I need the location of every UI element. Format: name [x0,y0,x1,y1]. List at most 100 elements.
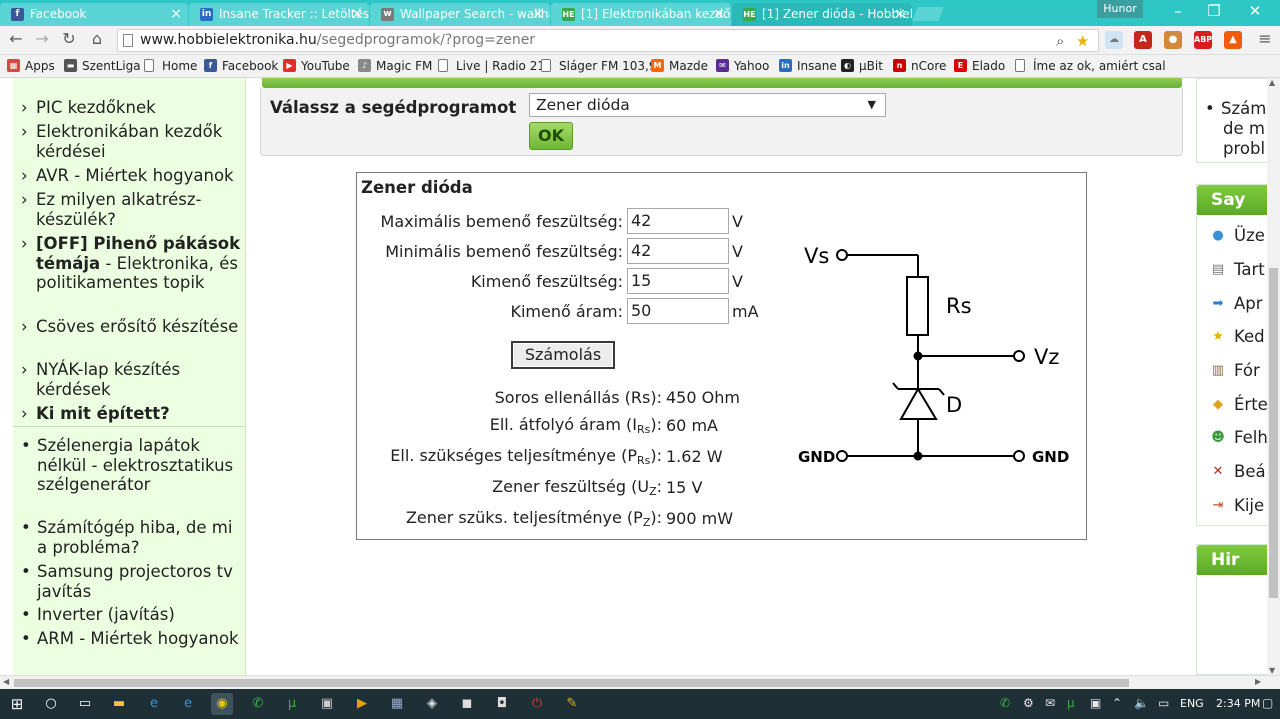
search-icon[interactable]: ○ [45,696,57,711]
app-icon[interactable]: ◼ [461,696,473,711]
home-icon[interactable]: ⌂ [91,29,103,48]
zoom-icon[interactable]: ⌕ [1056,32,1065,50]
task-view-icon[interactable]: ▭ [78,696,92,711]
flame-icon[interactable]: ▲ [1224,31,1242,49]
bookmark-slager-fm[interactable]: Sláger FM 103,9 [541,58,656,74]
minimize-icon[interactable]: – [1174,2,1182,20]
cloud-icon[interactable]: ☁ [1105,31,1123,49]
windows-start-icon[interactable]: ⊞ [10,695,24,713]
vlc-icon[interactable]: ▶ [357,696,367,711]
close-icon[interactable]: × [351,6,363,22]
new-tab-button[interactable] [912,7,944,21]
close-icon[interactable]: × [713,6,725,22]
close-icon[interactable]: × [170,6,182,22]
app-icon[interactable]: ▦ [390,696,404,711]
sidebar-topic-avr[interactable]: ›AVR - Miértek hogyanok [21,166,234,185]
whatsapp-icon[interactable]: ✆ [252,696,264,711]
utorrent-icon[interactable]: µ [287,696,297,711]
forward-icon[interactable]: → [35,29,49,48]
right-news-text[interactable]: probl [1223,139,1266,158]
chevron-up-icon[interactable]: ⌃ [1112,696,1123,710]
sidebar-topic-elektronika[interactable]: ›Elektronikában kezdők kérdései [21,122,223,161]
bookmark-szentliga[interactable]: ▬SzentLiga [64,58,141,74]
tab-facebook[interactable]: f Facebook × [0,3,188,26]
tab-wallpaper[interactable]: w Wallpaper Search - wallha × [370,3,550,26]
bookmark-home[interactable]: Home [144,58,197,74]
chrome-icon[interactable]: ◉ [211,693,233,715]
ie-icon[interactable]: e [184,696,192,711]
tray-icon[interactable]: ⚙ [1023,696,1034,710]
sidebar-news-szamitogep[interactable]: •Számítógép hiba, de mi a probléma? [21,518,233,557]
sidebar-news-szelenergia[interactable]: •Szélenergia lapátok nélkül - elektroszt… [21,436,234,494]
game-icon[interactable]: ◈ [427,696,437,711]
output-voltage-input[interactable]: 15 [627,268,729,294]
power-icon[interactable]: ⏻ [531,696,543,711]
cookie-icon[interactable]: ● [1164,31,1182,49]
right-news-text[interactable]: Szám [1221,99,1267,118]
bookmark-star-icon[interactable]: ★ [1076,32,1090,50]
right-news-text[interactable]: de m [1223,119,1265,138]
scroll-left-icon[interactable]: ◀ [3,677,10,686]
sidebar-news-inverter[interactable]: •Inverter (javítás) [21,605,175,624]
menu-icon[interactable]: ≡ [1258,29,1272,48]
back-icon[interactable]: ← [9,29,23,48]
min-input-voltage-input[interactable]: 42 [627,238,729,264]
bookmark-apps[interactable]: ▦Apps [7,58,55,74]
restore-icon[interactable]: ❐ [1207,2,1221,20]
max-input-voltage-input[interactable]: 42 [627,208,729,234]
scrollbar-thumb[interactable] [14,679,1129,687]
pdf-icon[interactable]: A [1134,31,1152,49]
close-icon[interactable]: × [894,6,906,22]
scroll-up-icon[interactable]: ▲ [1269,78,1276,87]
language-indicator[interactable]: ENG [1180,697,1204,710]
sidebar-topic-pic[interactable]: ›PIC kezdőknek [21,98,156,117]
program-select[interactable]: Zener dióda ▼ [529,93,886,117]
bookmark-magic-fm[interactable]: ♪Magic FM [358,58,432,74]
sidebar-news-arm[interactable]: •ARM - Miértek hogyanok [21,629,239,648]
adblock-icon[interactable]: ABP [1194,31,1212,49]
file-explorer-icon[interactable]: ▬ [112,696,126,711]
scrollbar-thumb[interactable] [1269,268,1278,598]
app-icon[interactable]: ◘ [496,696,508,711]
reload-icon[interactable]: ↻ [62,29,76,48]
tab-insane[interactable]: in Insane Tracker :: Letöltés × [189,3,369,26]
address-bar[interactable]: www.hobbielektronika.hu/segedprogramok/?… [117,29,1099,52]
close-window-icon[interactable]: ✕ [1248,2,1262,20]
scroll-right-icon[interactable]: ▶ [1255,677,1262,686]
bookmark-ime-az-ok[interactable]: Íme az ok, amiért csal [1015,58,1166,74]
volume-icon[interactable]: 🔈 [1134,696,1149,710]
network-icon[interactable]: ▣ [1090,696,1102,710]
notifications-icon[interactable]: ▢ [1262,696,1274,710]
ok-button[interactable]: OK [529,122,573,150]
tab-zener-dioda[interactable]: HE [1] Zener dióda - Hobbiel × [732,3,912,26]
bookmark-yahoo[interactable]: ✉Yahoo [716,58,769,74]
sidebar-topic-csoves[interactable]: ›Csöves erősítő készítése [21,317,239,336]
whatsapp-tray-icon[interactable]: ✆ [1000,696,1011,710]
sidebar-topic-alkatresz[interactable]: ›Ez milyen alkatrész-készülék? [21,190,202,229]
sidebar-topic-off[interactable]: ›[OFF] Pihenő pákások témája - Elektroni… [21,234,241,292]
calculate-button[interactable]: Számolás [511,341,615,369]
scroll-down-icon[interactable]: ▼ [1269,666,1276,675]
message-icon[interactable]: ▭ [1158,696,1170,710]
utorrent-tray-icon[interactable]: µ [1067,696,1075,710]
close-icon[interactable]: × [532,6,544,22]
sidebar-topic-nyak[interactable]: ›NYÁK-lap készítés kérdések [21,360,181,399]
clock[interactable]: 2:34 PM [1216,697,1261,710]
app-icon[interactable]: ✎ [566,696,578,711]
profile-button[interactable]: Hunor [1097,0,1143,18]
tray-icon[interactable]: ✉ [1045,696,1056,710]
bookmark-ubit[interactable]: ◐µBit [841,58,883,74]
horizontal-scrollbar[interactable]: ◀ ▶ [0,675,1280,689]
vertical-scrollbar[interactable]: ▲ ▼ [1267,78,1280,675]
sidebar-news-samsung[interactable]: •Samsung projectoros tv javítás [21,562,233,601]
sidebar-topic-ki-mit[interactable]: ›Ki mit épített? [21,404,170,423]
output-current-input[interactable]: 50 [627,298,729,324]
tab-elektronika[interactable]: HE [1] Elektronikában kezdők × [551,3,731,26]
bookmark-radio21[interactable]: Live | Radio 21 [438,58,545,74]
media-icon[interactable]: ▣ [320,696,334,711]
